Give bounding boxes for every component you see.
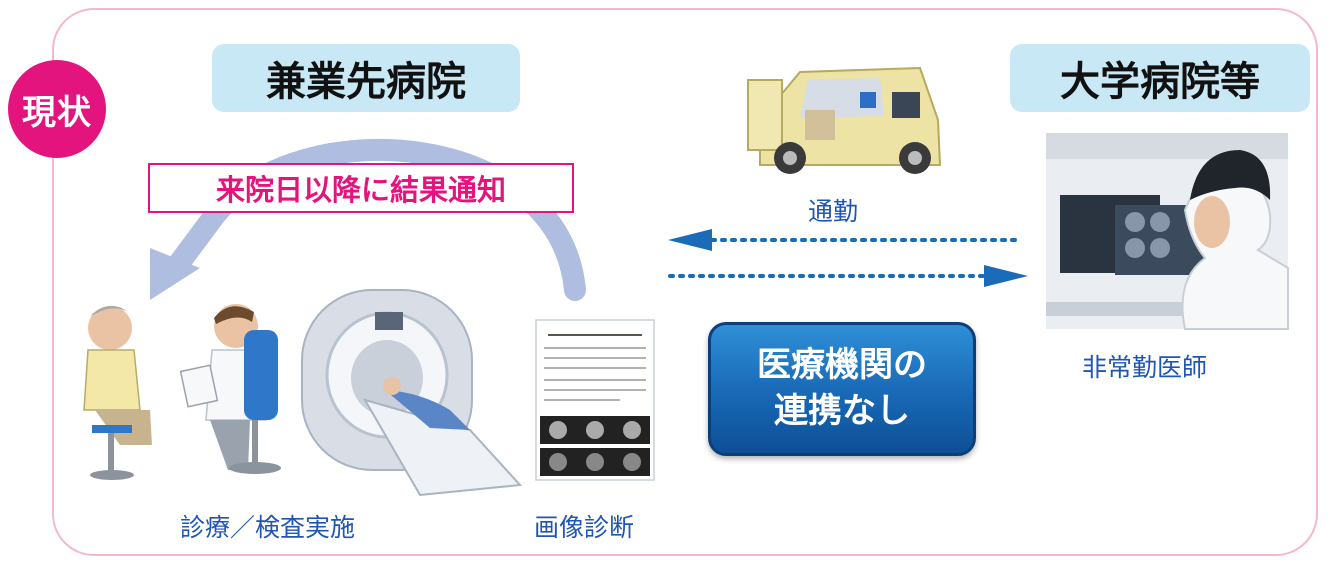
no-coordination-line2: 連携なし	[774, 391, 910, 431]
part-time-doctor-label: 非常勤医師	[1082, 353, 1208, 382]
result-notice-label: 来院日以降に結果通知	[148, 163, 574, 213]
consultation-illustration	[83, 304, 281, 480]
imaging-diagnosis-label: 画像診断	[534, 513, 635, 542]
imaging-report-illustration	[535, 319, 655, 481]
car-illustration	[747, 66, 942, 174]
commute-label: 通勤	[808, 197, 859, 226]
status-badge: 現状	[8, 60, 106, 158]
university-hospital-title: 大学病院等	[1010, 44, 1310, 112]
commute-arrowhead-left	[668, 229, 712, 251]
doctor-photo	[1046, 133, 1289, 330]
exam-label: 診療／検査実施	[180, 513, 356, 542]
part-time-hospital-title: 兼業先病院	[212, 44, 520, 112]
no-coordination-badge: 医療機関の 連携なし	[708, 322, 976, 456]
commute-arrowhead-right	[984, 265, 1028, 287]
mri-scanner-illustration	[301, 289, 523, 497]
no-coordination-line1: 医療機関の	[757, 345, 927, 386]
return-arrowhead	[150, 248, 200, 300]
